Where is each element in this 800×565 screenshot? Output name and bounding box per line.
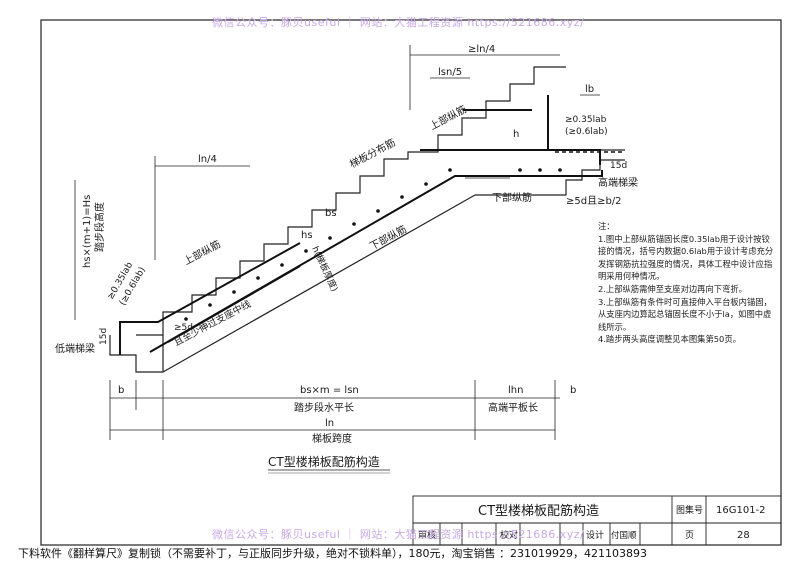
label-hs: hs: [301, 230, 313, 241]
label-dist-bar: 梯板分布筋: [347, 136, 397, 171]
label-b-left: b: [118, 385, 124, 396]
title-block-designer: 付国顺: [611, 530, 637, 541]
upper-bar-high: [420, 149, 601, 165]
label-height: 踏步段高度: [93, 202, 106, 252]
title-block-review: 审核: [418, 529, 436, 541]
title-block-atlas-no: 16G101-2: [716, 505, 766, 516]
label-lhn: lhn: [508, 385, 523, 396]
label-height-formula: hs×(m+1)=Hs: [82, 195, 93, 268]
title-block-title: CT型楼梯板配筋构造: [478, 503, 599, 519]
label-lower-bar-right: 下部纵筋: [492, 191, 532, 204]
label-ge5d-high: ≥5d且≥b/2: [566, 195, 622, 207]
watermark-bottom: 微信公众号：豚贝useful ｜ 网站：大猫工程资源 https://52168…: [212, 528, 585, 541]
footer-text: 下料软件《翻样算尺》复制锁（不需要补丁，与正版同步升级，绝对不锁料单），180元…: [18, 547, 647, 560]
label-15d-low: 15d: [99, 328, 109, 345]
title-block-atlas-label: 图集号: [676, 504, 703, 516]
label-top-span: ≥ln/4: [468, 44, 495, 55]
label-low-beam: 低端梯梁: [55, 342, 95, 355]
lower-bar: [149, 170, 603, 353]
notes-panel: 注： 1.图中上部纵筋锚固长度0.35lab用于设计按铰接的情况，括号内数据0.…: [598, 220, 776, 346]
label-bsm: bs×m = lsn: [300, 385, 359, 396]
label-ln4: ln/4: [198, 154, 217, 165]
title-block-page-label: 页: [685, 530, 694, 541]
notes-title: 注：: [598, 221, 615, 231]
label-upper-bar-left: 上部纵筋: [181, 237, 222, 267]
label-anchor-high-b: (≥0.6lab): [565, 127, 608, 137]
label-ln: ln: [325, 418, 334, 429]
title-block-check: 校对: [500, 529, 518, 541]
drawing-frame: [40, 19, 782, 546]
note-item: 2.上部纵筋需伸至支座对边再向下弯折。: [598, 283, 747, 294]
title-block-design: 设计: [586, 529, 604, 541]
label-anchor-high-a: ≥0.35lab: [565, 115, 607, 125]
label-lb: lb: [585, 84, 594, 95]
title-block-page-no: 28: [737, 530, 750, 541]
note-item: 1.图中上部纵筋锚固长度0.35lab用于设计按铰接的情况，括号内数据0.6la…: [598, 233, 774, 282]
rebars: [119, 95, 603, 355]
diagram-caption: CT型楼梯板配筋构造: [268, 454, 380, 469]
label-ge5d-low: ≥5d: [174, 323, 193, 333]
label-lower-bar-mid: 下部纵筋: [367, 222, 408, 252]
title-block-text: CT型楼梯板配筋构造 图集号 16G101-2 审核 校对 设计 付国顺 页 2…: [418, 503, 766, 541]
note-item: 4.踏步两头高度调整见本图集第50页。: [598, 334, 741, 345]
watermark-top: 微信公众号：豚贝useful ｜ 网站：大猫工程资源 https://52168…: [212, 16, 585, 29]
diagram-labels: ≥ln/4 lsn/5 lb ≥0.35lab (≥0.6lab) h 15d …: [55, 44, 638, 469]
label-high-beam: 高端梯梁: [598, 176, 638, 189]
title-block: [412, 495, 782, 546]
upper-bar-low: [119, 242, 301, 355]
label-bs: bs: [325, 208, 337, 219]
label-high-platform: 高端平板长: [488, 401, 538, 414]
label-lsn5: lsn/5: [438, 67, 462, 78]
dimension-lines: [74, 45, 600, 440]
label-tread-len: 踏步段水平长: [294, 401, 354, 414]
note-item: 3.上部纵筋有条件时可直接伸入平台板内锚固，从支座内边算起总锚固长度不小于la，…: [598, 296, 772, 332]
label-span: 梯板跨度: [312, 432, 352, 445]
label-15d-high: 15d: [610, 161, 627, 171]
distribution-bars: [184, 168, 562, 321]
label-b-right: b: [570, 385, 576, 396]
label-h: h: [513, 129, 519, 140]
